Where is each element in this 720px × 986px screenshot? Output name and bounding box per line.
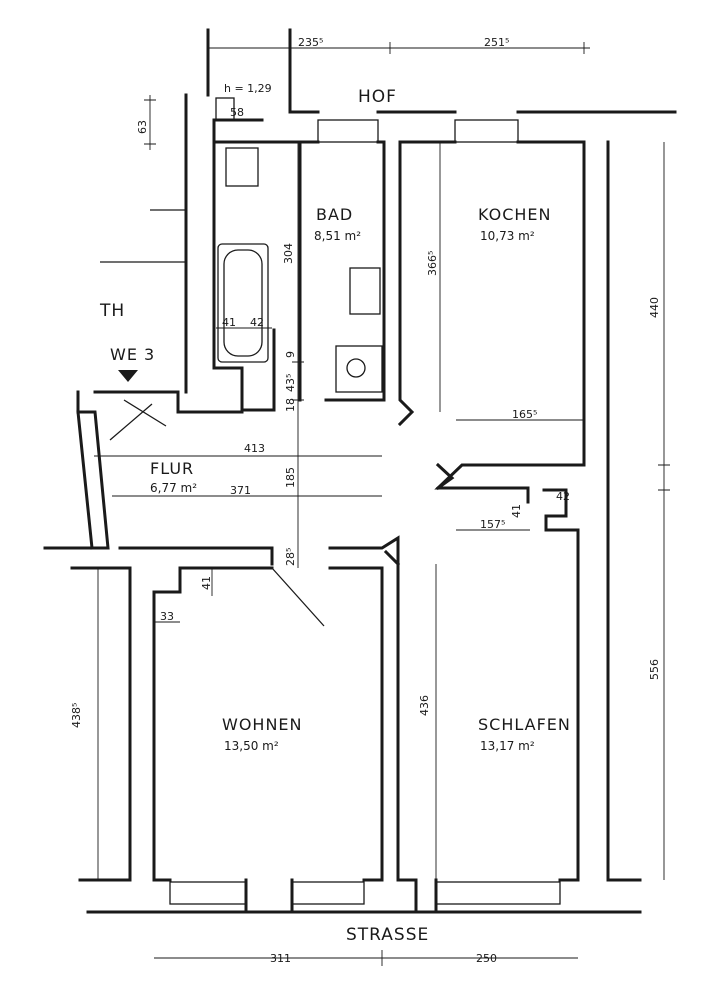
dim-label-556: 556 bbox=[648, 659, 661, 680]
hof-label: HOF bbox=[358, 87, 397, 107]
sink-bad bbox=[225, 147, 259, 187]
th-label: TH bbox=[99, 301, 125, 321]
kochen-door bbox=[435, 462, 455, 491]
dim-label-41b: 41 bbox=[510, 504, 523, 518]
dim-label-250: 250 bbox=[476, 952, 497, 965]
dimension-lines bbox=[94, 42, 670, 966]
we-label: WE 3 bbox=[110, 345, 155, 364]
dim-label-58: 58 bbox=[230, 106, 244, 119]
window-wohnen-1 bbox=[169, 881, 247, 905]
fixtures bbox=[109, 97, 383, 627]
window-bad bbox=[317, 119, 379, 143]
dim-label-42b: 42 bbox=[556, 490, 570, 503]
room-kochen-name: KOCHEN bbox=[478, 205, 552, 224]
window-wohnen-2 bbox=[291, 881, 365, 905]
room-schlafen-name: SCHLAFEN bbox=[478, 715, 571, 734]
dim-label-304: 304 bbox=[282, 243, 295, 264]
room-wohnen-area: 13,50 m² bbox=[224, 739, 279, 753]
plan-labels: HOF STRASSE TH WE 3 BAD 8,51 m² KOCHEN 1… bbox=[99, 87, 571, 945]
dim-label-41a: 41 bbox=[222, 316, 236, 329]
room-bad-name: BAD bbox=[316, 205, 353, 224]
dim-label-235: 235⁵ bbox=[298, 36, 323, 49]
room-bad-area: 8,51 m² bbox=[314, 229, 361, 243]
street-pillars bbox=[244, 878, 438, 914]
wohnen-wall bbox=[152, 566, 384, 882]
window-kochen bbox=[454, 119, 519, 143]
dim-label-42a: 42 bbox=[250, 316, 264, 329]
door-swing-entry bbox=[109, 399, 167, 441]
dim-label-311: 311 bbox=[270, 952, 291, 965]
dim-label-413: 413 bbox=[244, 442, 265, 455]
shower-drain bbox=[346, 358, 366, 378]
room-schlafen-area: 13,17 m² bbox=[480, 739, 535, 753]
dim-top bbox=[208, 42, 590, 54]
room-flur-area: 6,77 m² bbox=[150, 481, 197, 495]
bathtub-inner bbox=[223, 249, 263, 357]
kochen-wall bbox=[397, 140, 586, 490]
dim-label-435: 43⁵ bbox=[284, 374, 297, 392]
dim-label-366: 366⁵ bbox=[426, 251, 439, 276]
dim-label-9: 9 bbox=[284, 351, 297, 358]
window-schlafen bbox=[435, 881, 561, 905]
strasse-label: STRASSE bbox=[346, 925, 429, 945]
walls bbox=[43, 28, 677, 914]
dim-label-185: 185 bbox=[284, 467, 297, 488]
bathtub bbox=[217, 243, 269, 363]
dim-63 bbox=[144, 95, 156, 150]
room-wohnen-name: WOHNEN bbox=[222, 715, 303, 734]
left-building-wall bbox=[70, 566, 132, 882]
th-landing bbox=[100, 209, 186, 263]
room-flur-name: FLUR bbox=[150, 459, 194, 478]
dim-label-438: 438⁵ bbox=[70, 703, 83, 728]
flur-left-wall bbox=[76, 390, 110, 550]
dim-label-436: 436 bbox=[418, 695, 431, 716]
wc-tank bbox=[215, 97, 235, 121]
dimension-labels: 235⁵ 251⁵ h = 1,29 58 63 304 366⁵ 41 42 … bbox=[70, 36, 661, 965]
schlafen-wall bbox=[396, 562, 580, 882]
dim-label-285: 28⁵ bbox=[284, 548, 297, 566]
dim-440-556 bbox=[658, 142, 670, 880]
bad-wall-left bbox=[212, 118, 276, 412]
kitchen-sink bbox=[349, 267, 381, 315]
dim-label-63: 63 bbox=[136, 120, 149, 134]
dim-bottom bbox=[154, 950, 578, 966]
room-kochen-area: 10,73 m² bbox=[480, 229, 535, 243]
dim-label-371: 371 bbox=[230, 484, 251, 497]
dim-label-251: 251⁵ bbox=[484, 36, 509, 49]
shower-tray bbox=[335, 345, 383, 393]
dim-label-165: 165⁵ bbox=[512, 408, 537, 421]
dim-label-157: 157⁵ bbox=[480, 518, 505, 531]
dim-label-41c: 41 bbox=[200, 576, 213, 590]
dim-label-440: 440 bbox=[648, 297, 661, 318]
dim-label-18: 18 bbox=[284, 398, 297, 412]
hof-wall bbox=[288, 28, 677, 114]
dim-304-185 bbox=[292, 142, 304, 568]
dim-label-33: 33 bbox=[160, 610, 174, 623]
we-marker-icon bbox=[118, 370, 138, 382]
schlafen-top bbox=[460, 486, 580, 882]
bad-divider bbox=[272, 140, 302, 402]
right-exterior-wall bbox=[606, 140, 642, 882]
dim-label-h129: h = 1,29 bbox=[224, 82, 272, 95]
flur-bottom-wall bbox=[43, 535, 401, 567]
door-swing-flur bbox=[271, 567, 325, 627]
flur-top-wall bbox=[93, 390, 244, 414]
